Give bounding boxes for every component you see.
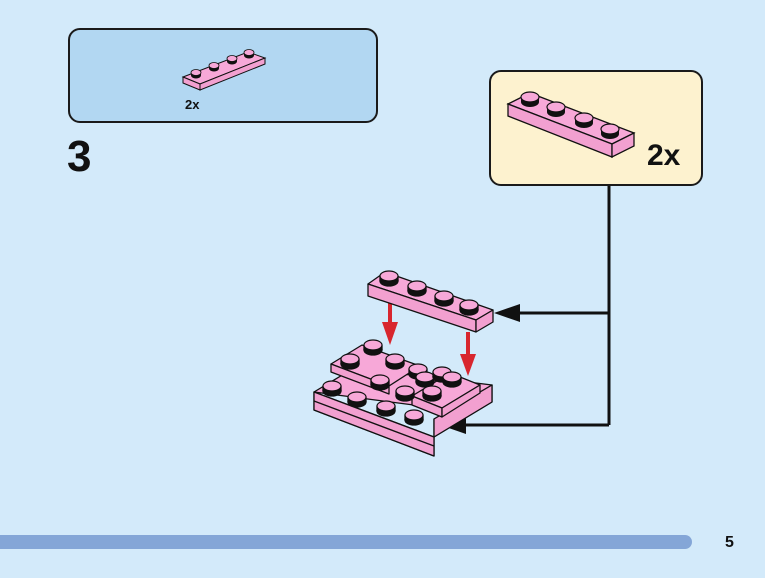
floating-plate xyxy=(367,270,494,333)
parts-list-box: 2x xyxy=(68,28,378,123)
sub-assembly-callout: 2x xyxy=(489,70,703,186)
parts-list-plate-icon xyxy=(181,49,267,91)
drop-arrows xyxy=(382,300,476,376)
callout-plate-icon xyxy=(506,91,636,159)
footer-bar xyxy=(0,535,692,549)
placement-arrow-upper xyxy=(494,304,520,322)
base-assembly xyxy=(313,339,493,457)
callout-quantity: 2x xyxy=(647,139,681,172)
parts-list-quantity: 2x xyxy=(185,97,200,112)
step-number: 3 xyxy=(67,132,92,181)
page-number: 5 xyxy=(725,534,734,551)
callout-connector xyxy=(462,186,611,427)
